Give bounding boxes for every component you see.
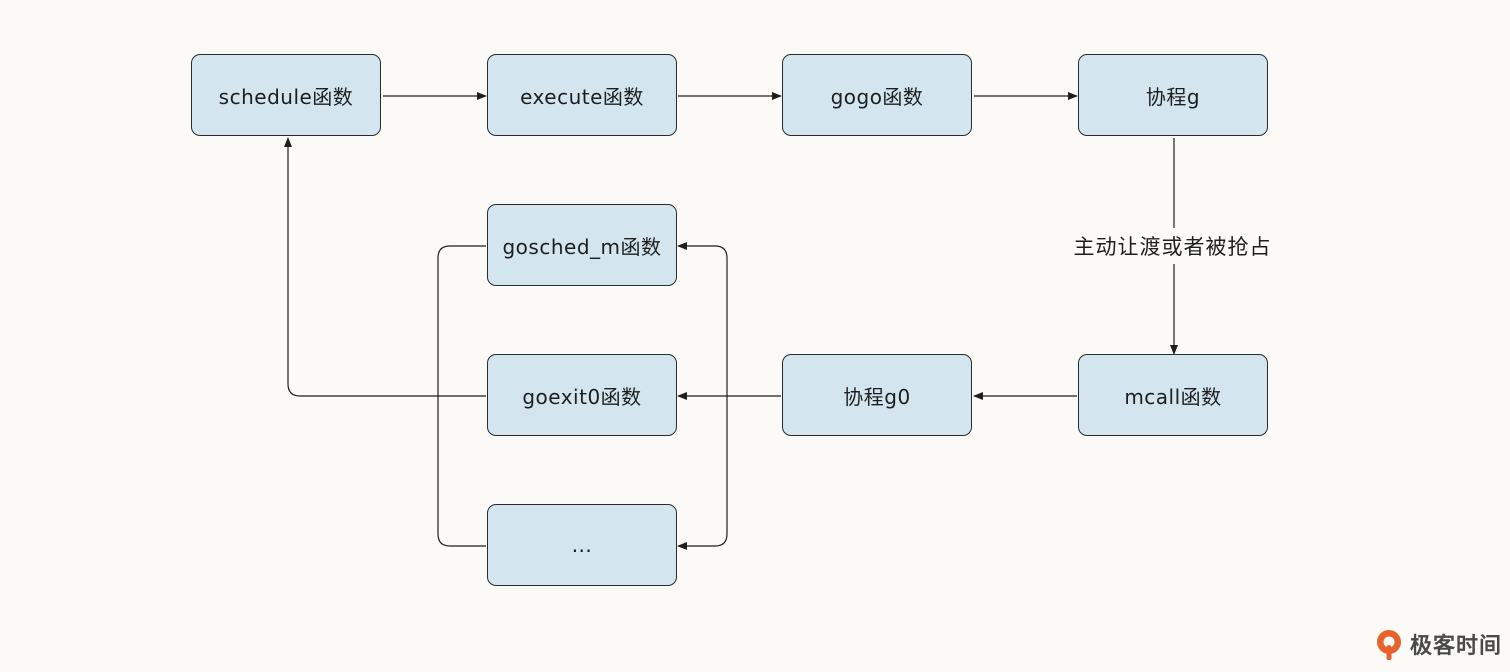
edge-coroutine-g0-to-gosched-m — [677, 242, 728, 396]
node-coroutine-g: 协程g — [1078, 54, 1268, 136]
geek-time-logo-icon — [1376, 630, 1401, 660]
node-gosched-m: gosched_m函数 — [487, 204, 677, 286]
node-goexit0: goexit0函数 — [487, 354, 677, 436]
node-mcall: mcall函数 — [1078, 354, 1268, 436]
edge-goexit0-to-schedule — [284, 137, 486, 397]
edge-coroutine-g0-to-ellipsis — [677, 396, 728, 550]
node-ellipsis: ... — [487, 504, 677, 586]
node-execute: execute函数 — [487, 54, 677, 136]
brand-watermark: 极客时间 — [1374, 626, 1502, 662]
edge-label-yield-or-preempt: 主动让渡或者被抢占 — [1050, 228, 1295, 264]
node-gogo: gogo函数 — [782, 54, 972, 136]
node-schedule: schedule函数 — [191, 54, 381, 136]
brand-name: 极客时间 — [1409, 634, 1502, 659]
node-coroutine-g0: 协程g0 — [782, 354, 972, 436]
